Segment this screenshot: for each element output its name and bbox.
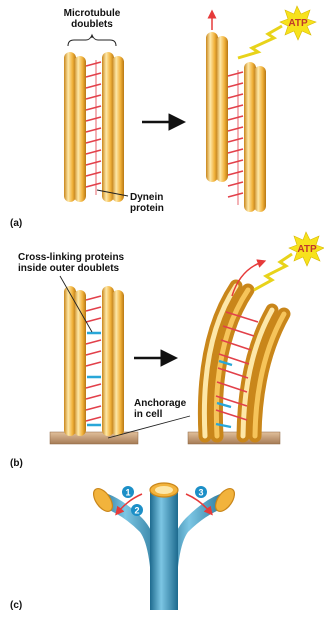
energy-bolt-b <box>254 254 292 290</box>
right-doublet-a <box>102 52 124 202</box>
dynein-protein-label: Dynein protein <box>130 192 164 214</box>
panel-c-group: 1 2 3 <box>90 483 238 610</box>
cut-end-top-core <box>155 486 173 494</box>
crosslink-proteins-b <box>87 333 101 425</box>
anchorage-line2: in cell <box>134 409 186 420</box>
dynein-line2: protein <box>130 203 164 214</box>
panel-a-label: (a) <box>10 218 22 229</box>
microtubule-line2: doublets <box>62 19 122 30</box>
bent-doublets-b <box>204 286 284 436</box>
left-doublet-b <box>64 286 86 436</box>
anchorage-label: Anchorage in cell <box>134 398 186 420</box>
crosslink-line1: Cross-linking proteins <box>18 252 124 263</box>
anchorage-line1: Anchorage <box>134 398 186 409</box>
panel-b-label: (b) <box>10 458 23 469</box>
dynein-arms-b <box>86 296 101 421</box>
microtubule-line1: Microtubule <box>62 8 122 19</box>
dynein-line1: Dynein <box>130 192 164 203</box>
right-doublet-a-after <box>244 62 266 212</box>
atp-label-b: ATP <box>297 244 317 255</box>
left-doublet-a <box>64 52 86 202</box>
left-doublet-a-shifted <box>206 32 228 182</box>
atp-label-a: ATP <box>288 18 308 29</box>
dynein-arms-a <box>86 60 101 195</box>
microtubule-doublets-label: Microtubule doublets <box>62 8 122 30</box>
crosslink-line2: inside outer doublets <box>18 263 124 274</box>
panel-c-label: (c) <box>10 600 22 611</box>
step-2-label: 2 <box>134 506 139 516</box>
crosslinking-label: Cross-linking proteins inside outer doub… <box>18 252 124 274</box>
step-3-label: 3 <box>198 488 203 498</box>
step-1-label: 1 <box>125 488 130 498</box>
right-doublet-b <box>102 286 124 436</box>
energy-bolt-a <box>238 26 282 58</box>
flagellum-center <box>150 490 178 610</box>
dynein-arms-a-after <box>228 70 243 205</box>
panel-a-group <box>64 6 316 212</box>
